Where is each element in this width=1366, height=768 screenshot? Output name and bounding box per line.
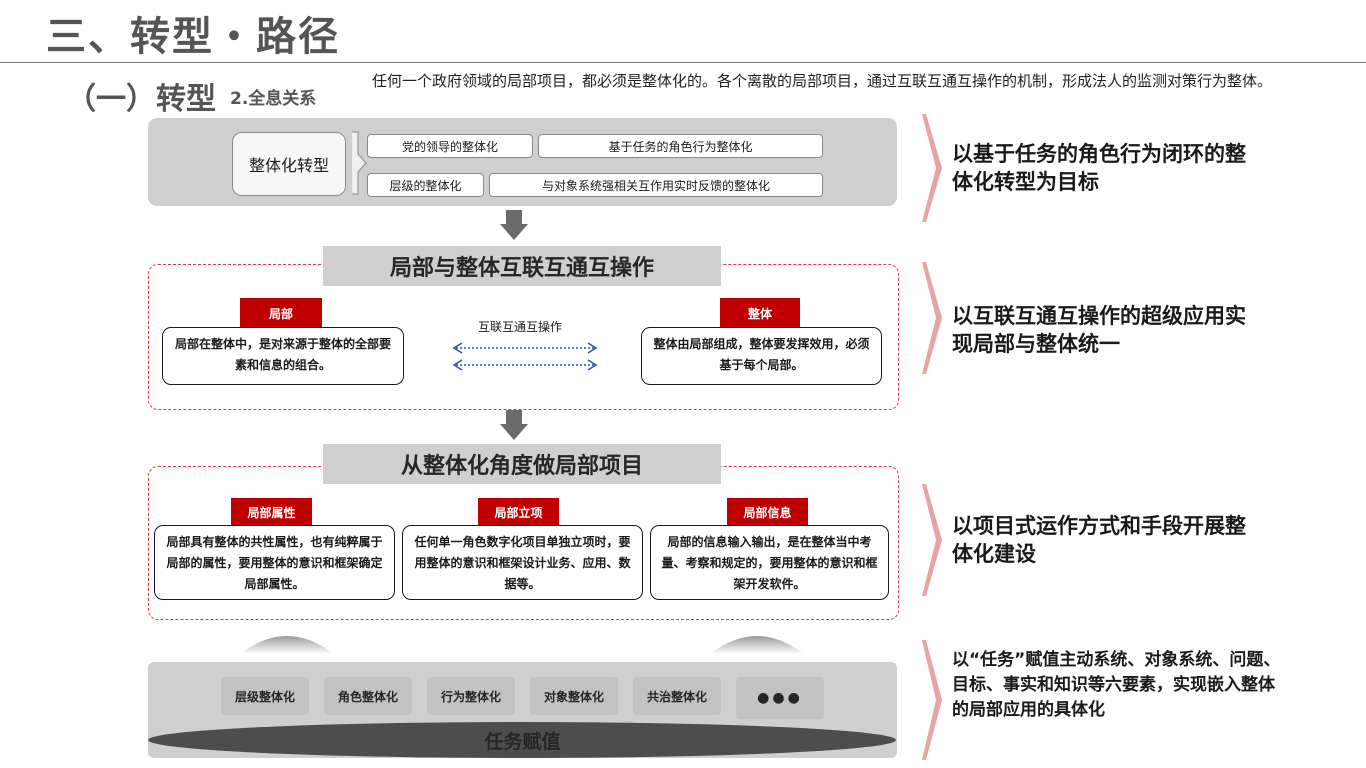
section-heading: （一）转型: [66, 82, 216, 117]
section-subheading: 2.全息关系: [230, 89, 317, 109]
chip-role-integration: 角色整体化: [324, 677, 412, 715]
whole-label: 整体: [720, 298, 800, 328]
local-project-box: 任何单一角色数字化项目单独立项时，要用整体的意识和框架设计业务、应用、数据等。: [402, 525, 643, 600]
section-description: 任何一个政府领域的局部项目，都必须是整体化的。各个离散的局部项目，通过互联互通互…: [372, 72, 1273, 90]
chip-behavior-integration: 行为整体化: [427, 677, 515, 715]
down-arrow-icon: [500, 410, 528, 440]
chip-object-integration: 对象整体化: [530, 677, 618, 715]
goal-statement-2: 以互联互通互操作的超级应用实现局部与整体统一: [952, 304, 1246, 356]
chevron-right-icon: [922, 114, 942, 222]
goal-statement-3: 以项目式运作方式和手段开展整体化建设: [952, 514, 1246, 566]
bracket-arrow-icon: [352, 131, 367, 195]
goal-statement-4: 以“任务”赋值主动系统、对象系统、问题、目标、事实和知识等六要素，实现嵌入整体的…: [952, 650, 1281, 720]
interop-title-bar: 局部与整体互联互通互操作: [323, 246, 721, 286]
local-description-box: 局部在整体中，是对来源于整体的全部要素和信息的组合。: [162, 327, 404, 385]
project-title-bar: 从整体化角度做局部项目: [323, 444, 721, 484]
chip-hierarchy: 层级的整体化: [367, 173, 484, 197]
local-attribute-label: 局部属性: [231, 498, 312, 526]
local-info-label: 局部信息: [727, 498, 808, 526]
upward-arrow-icon: [240, 636, 334, 654]
interop-center-label: 互联互通互操作: [478, 320, 563, 334]
chip-hierarchy-integration: 层级整体化: [221, 677, 309, 715]
chip-task-role-behavior: 基于任务的角色行为整体化: [538, 134, 823, 158]
local-project-label: 局部立项: [478, 498, 559, 526]
chip-object-feedback: 与对象系统强相关互作用实时反馈的整体化: [489, 173, 823, 197]
task-assignment-label: 任务赋值: [484, 731, 561, 753]
header-divider: [0, 62, 1366, 63]
more-ellipsis: ●●●: [736, 677, 824, 719]
transformation-label: 整体化转型: [232, 132, 346, 196]
chevron-right-icon: [922, 484, 942, 596]
chip-cogovernance-integration: 共治整体化: [633, 677, 721, 715]
local-attribute-box: 局部具有整体的共性属性，也有纯粹属于局部的属性，要用整体的意识和框架确定局部属性…: [154, 525, 395, 600]
upward-arrow-icon: [710, 636, 804, 654]
local-info-box: 局部的信息输入输出，是在整体当中考量、考察和规定的，要用整体的意识和框架开发软件…: [650, 525, 889, 600]
local-label: 局部: [240, 298, 322, 328]
chevron-right-icon: [922, 262, 942, 374]
down-arrow-icon: [500, 210, 528, 240]
bidirectional-arrows-icon: [452, 342, 598, 371]
task-assignment-base: [148, 722, 896, 758]
goal-statement-1: 以基于任务的角色行为闭环的整体化转型为目标: [952, 142, 1246, 194]
whole-description-box: 整体由局部组成，整体要发挥效用，必须基于每个局部。: [641, 327, 882, 385]
chevron-right-icon: [922, 640, 942, 760]
page-title: 三、转型・路径: [46, 14, 340, 60]
chip-party-leadership: 党的领导的整体化: [367, 134, 533, 158]
